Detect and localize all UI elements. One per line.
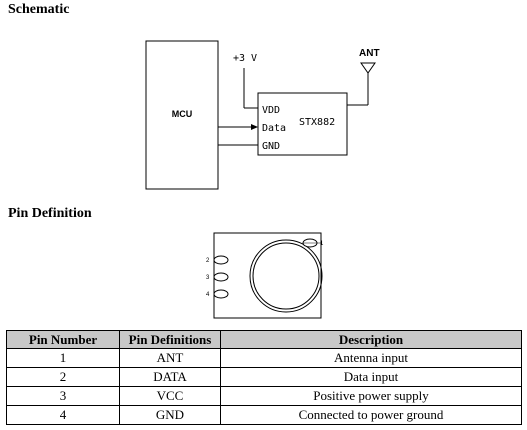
pin-4-pad <box>213 289 229 299</box>
pin-number-cell: 2 <box>6 367 120 387</box>
pin-definition-title: Pin Definition <box>8 206 92 221</box>
supply-label: +3 V <box>233 53 257 64</box>
pin-4-number: 4 <box>206 292 210 298</box>
table-row: 3 VCC Positive power supply <box>6 386 522 406</box>
header-pin-number: Pin Number <box>6 330 120 349</box>
pin-description-cell: Connected to power ground <box>220 405 522 425</box>
pin-number-cell: 1 <box>6 348 120 368</box>
pin-description-cell: Antenna input <box>220 348 522 368</box>
antenna-label: ANT <box>359 48 380 59</box>
pin-2-pad <box>213 255 229 265</box>
module-crystal-inner <box>252 242 320 310</box>
mcu-box <box>145 40 219 190</box>
module-drawing: 1 2 3 4 <box>206 232 324 319</box>
data-pin-label: Data <box>262 123 286 134</box>
pin-1-number: 1 <box>320 241 324 247</box>
pin-number-cell: 4 <box>6 405 120 425</box>
schematic-diagram: MCU VDD Data GND STX882 +3 V ANT <box>145 40 380 190</box>
gnd-pin-label: GND <box>262 141 280 152</box>
mcu-label: MCU <box>172 109 193 119</box>
module-crystal-outer <box>249 239 323 313</box>
module-box <box>257 92 348 156</box>
header-description: Description <box>220 330 522 349</box>
pin-3-pad <box>213 272 229 282</box>
table-header-row: Pin Number Pin Definitions Description <box>6 330 522 349</box>
pin-description-cell: Data input <box>220 367 522 387</box>
pin-2-number: 2 <box>206 258 210 264</box>
schematic-title: Schematic <box>8 2 70 17</box>
antenna-icon <box>360 62 376 74</box>
data-arrow-icon <box>251 124 258 130</box>
table-row: 2 DATA Data input <box>6 367 522 387</box>
pin-description-cell: Positive power supply <box>220 386 522 406</box>
table-row: 1 ANT Antenna input <box>6 348 522 368</box>
pin-definition-cell: VCC <box>119 386 221 406</box>
table-row: 4 GND Connected to power ground <box>6 405 522 425</box>
pin-definition-cell: DATA <box>119 367 221 387</box>
pin-3-number: 3 <box>206 275 210 281</box>
pin-definition-cell: GND <box>119 405 221 425</box>
module-name-label: STX882 <box>299 117 335 128</box>
vdd-pin-label: VDD <box>262 105 280 116</box>
pin-number-cell: 3 <box>6 386 120 406</box>
pin-definition-table: Pin Number Pin Definitions Description 1… <box>6 330 522 425</box>
header-pin-definitions: Pin Definitions <box>119 330 221 349</box>
pin-definition-cell: ANT <box>119 348 221 368</box>
